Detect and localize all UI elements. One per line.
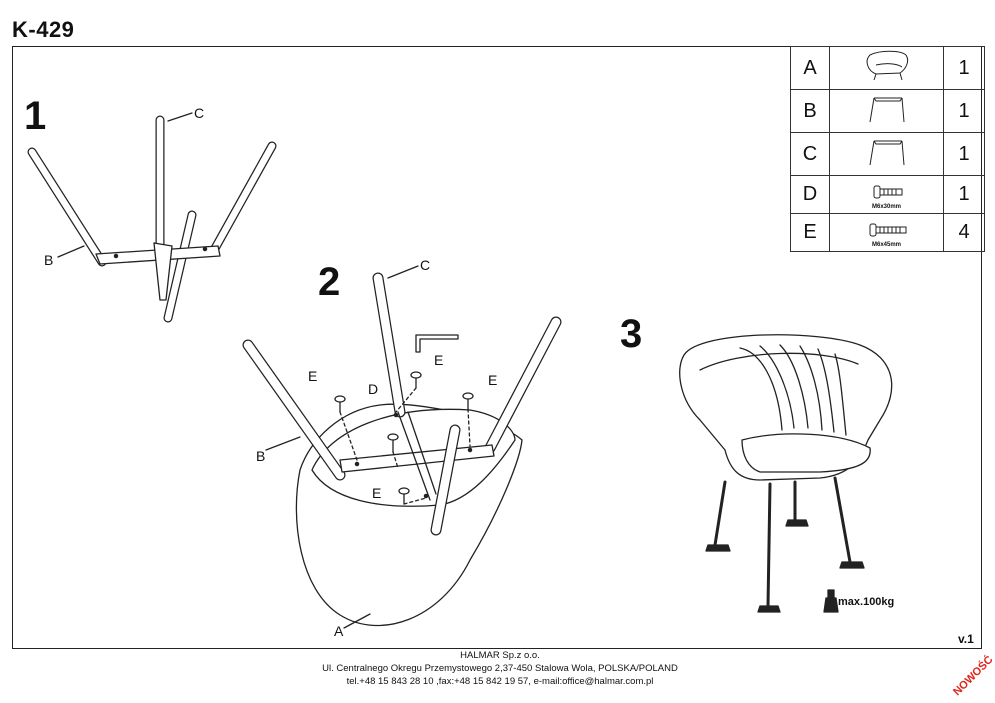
step-number-2: 2 [318,260,341,304]
part-key: D [790,175,830,214]
part-qty: 1 [943,89,985,133]
max-load-label: max.100kg [838,596,895,608]
step-number-3: 3 [620,312,643,356]
armchair-icon [829,46,944,90]
parts-row: E M6x45mm 4 [790,213,985,252]
callout-a-step2: A [334,623,344,639]
bolt-e4 [398,487,410,505]
part-qty: 1 [943,46,985,90]
step3-armchair-drawing [679,334,893,613]
callout-e1-step2: E [308,368,318,384]
bolt-e3 [462,392,474,410]
leg-frame-icon [829,89,944,133]
part-qty: 1 [943,175,985,214]
callout-e2-step2: E [434,352,444,368]
part-key: C [790,132,830,176]
part-key: A [790,46,830,90]
callout-c-step2: C [420,257,431,273]
step1-leg-frame-drawing [27,112,277,323]
part-size-label: M6x30mm [871,203,901,210]
bolt-e2 [410,371,422,389]
bolt-icon: M6x45mm [829,213,944,252]
bolt-icon: M6x30mm [829,175,944,214]
parts-row: A 1 [790,46,985,90]
step2-assembly-drawing [242,265,562,629]
footer-address: Ul. Centralnego Okregu Przemystowego 2,3… [322,663,678,674]
callout-b-step2: B [256,448,266,464]
parts-row: C 1 [790,132,985,176]
part-key: E [790,213,830,252]
callout-e3-step2: E [488,372,498,388]
callout-d-step2: D [368,381,379,397]
parts-row: B 1 [790,89,985,133]
part-size-label: M6x45mm [871,241,901,248]
footer-company: HALMAR Sp.z o.o. [460,650,540,661]
leg-frame-icon [829,132,944,176]
callout-b-step1: B [44,252,54,268]
parts-row: D M6x30mm 1 [790,175,985,214]
version-label: v.1 [958,632,974,646]
callout-e4-step2: E [372,485,382,501]
parts-list-table: A 1 B 1 C [790,46,985,252]
model-title: K-429 [12,17,75,42]
instruction-frame [12,46,982,649]
footer-contact: tel.+48 15 843 28 10 ,fax:+48 15 842 19 … [346,676,654,687]
step-number-1: 1 [24,94,47,138]
bolt-e1 [334,395,346,413]
footer: HALMAR Sp.z o.o. Ul. Centralnego Okregu … [250,649,750,688]
bolt-d [387,433,399,453]
part-qty: 4 [943,213,985,252]
part-qty: 1 [943,132,985,176]
callout-c-step1: C [194,105,205,121]
part-key: B [790,89,830,133]
